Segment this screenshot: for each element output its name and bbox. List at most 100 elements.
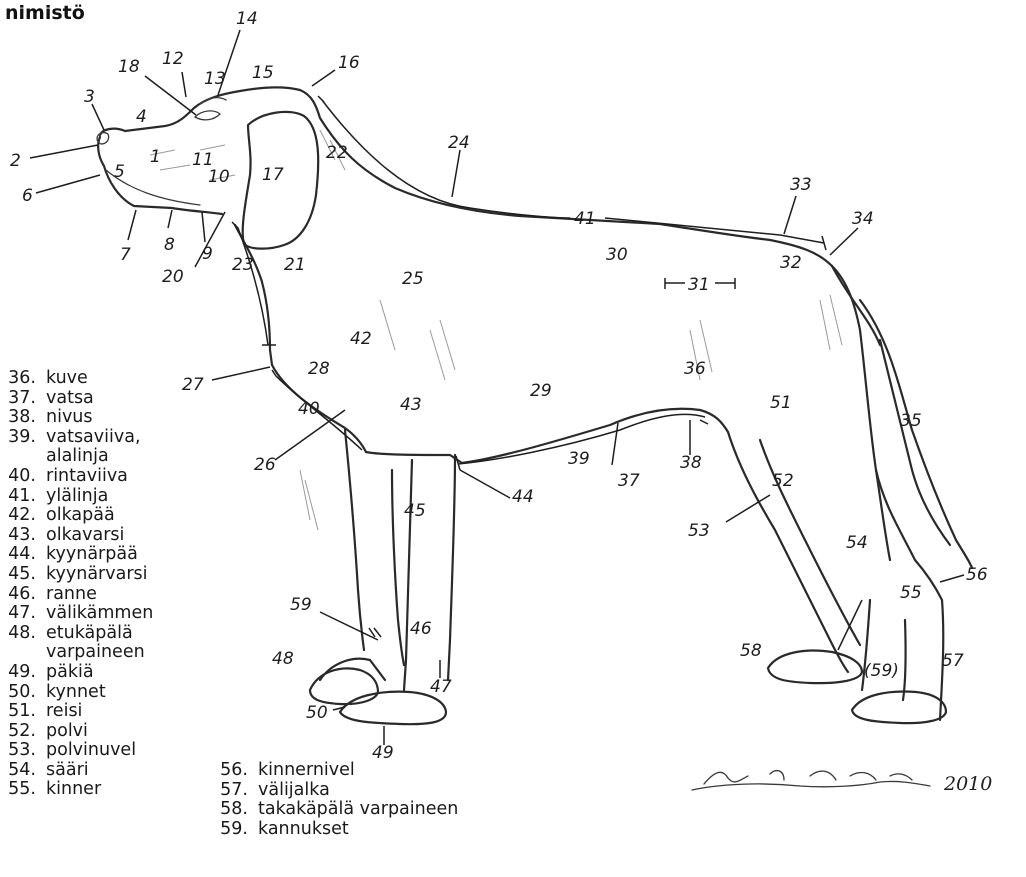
callout-16: 16	[338, 53, 360, 73]
legend-number: 57.	[218, 781, 248, 801]
legend-term: sääri	[46, 760, 89, 780]
legend-number: 43.	[6, 526, 36, 546]
callout-9: 9	[202, 244, 213, 264]
callout-28: 28	[308, 359, 330, 379]
legend-number: 45.	[6, 565, 36, 585]
callout-29: 29	[530, 381, 552, 401]
callout-58: 58	[740, 641, 762, 661]
callout-23: 23	[232, 255, 254, 275]
leader-lines	[30, 30, 964, 745]
callout-5: 5	[114, 162, 125, 182]
legend-number: 56.	[218, 761, 248, 781]
legend-entry: 51. reisi	[6, 702, 153, 722]
callout-42: 42	[350, 329, 372, 349]
legend-entry: 36.kuve	[6, 369, 153, 389]
callout-26: 26	[254, 455, 276, 475]
legend-entry: 46.ranne	[6, 585, 153, 605]
legend-term: polvinuvel	[46, 740, 136, 760]
callout-2: 2	[10, 151, 21, 171]
callout-7: 7	[120, 245, 131, 265]
callout-53: 53	[688, 521, 710, 541]
legend-number: 59.	[218, 820, 248, 840]
legend-entry: 50. kynnet	[6, 683, 153, 703]
legend-entry: 41.ylälinja	[6, 487, 153, 507]
callout-36: 36	[684, 359, 706, 379]
callout-57: 57	[942, 651, 964, 671]
callout-labels: 1 2 3 4 5 6 7 8 9 10 11 12 13 14 15 16 1…	[10, 9, 988, 763]
callout-24: 24	[448, 133, 470, 153]
callout-59-hind: (59)	[864, 661, 899, 681]
legend-entry: 48.etukäpälä	[6, 624, 153, 644]
legend-number: 52.	[6, 722, 36, 742]
callout-21: 21	[284, 255, 306, 275]
callout-32: 32	[780, 253, 802, 273]
legend-number: 54.	[6, 761, 36, 781]
legend-term: takakäpälä varpaineen	[258, 799, 458, 819]
callout-37: 37	[618, 471, 640, 491]
callout-31: 31	[688, 275, 710, 295]
legend-term: päkiä	[46, 662, 94, 682]
legend-term: vatsa	[46, 388, 94, 408]
legend-term: olkavarsi	[46, 525, 124, 545]
legend-number: 50.	[6, 683, 36, 703]
legend-entry: 58.takakäpälä varpaineen	[218, 800, 458, 820]
callout-3: 3	[84, 87, 95, 107]
callout-59-front: 59	[290, 595, 312, 615]
callout-43: 43	[400, 395, 422, 415]
callout-17: 17	[262, 165, 284, 185]
callout-54: 54	[846, 533, 868, 553]
legend-term: ranne	[46, 584, 97, 604]
legend-term: etukäpälä	[46, 623, 133, 643]
callout-22: 22	[326, 143, 348, 163]
callout-48: 48	[272, 649, 294, 669]
legend-number: 37.	[6, 389, 36, 409]
callout-38: 38	[680, 453, 702, 473]
legend-term: kynnet	[46, 682, 106, 702]
callout-27: 27	[182, 375, 204, 395]
callout-11: 11	[192, 150, 214, 170]
callout-1: 1	[150, 147, 161, 167]
legend-entry: 56.kinnernivel	[218, 761, 458, 781]
callout-41: 41	[574, 209, 596, 229]
callout-34: 34	[852, 209, 874, 229]
legend-term: reisi	[46, 701, 82, 721]
callout-55: 55	[900, 583, 922, 603]
signature-year: 2010	[943, 773, 992, 795]
legend-entry: 42.olkapää	[6, 506, 153, 526]
callout-8: 8	[164, 235, 175, 255]
callout-25: 25	[402, 269, 424, 289]
legend-entry: 52. polvi	[6, 722, 153, 742]
callout-13: 13	[204, 69, 226, 89]
callout-45: 45	[404, 501, 426, 521]
legend-number: 49.	[6, 663, 36, 683]
legend-entry: 37. vatsa	[6, 389, 153, 409]
legend-entry: 45.kyynärvarsi	[6, 565, 153, 585]
callout-56: 56	[966, 565, 988, 585]
callout-33: 33	[790, 175, 812, 195]
legend-term: kyynärpää	[46, 544, 138, 564]
legend-entry: 53. polvinuvel	[6, 741, 153, 761]
legend-entry: 57.välijalka	[218, 781, 458, 801]
legend-number: 39.	[6, 428, 36, 448]
legend-term-continuation: alalinja	[6, 447, 153, 467]
legend-number: 40.	[6, 467, 36, 487]
legend-number: 47.	[6, 604, 36, 624]
callout-51: 51	[770, 393, 792, 413]
legend-entry: 59.kannukset	[218, 820, 458, 840]
legend-number: 41.	[6, 487, 36, 507]
legend-number: 38.	[6, 408, 36, 428]
artist-signature: 2010	[692, 771, 992, 795]
legend-entry: 43. olkavarsi	[6, 526, 153, 546]
legend-entry: 47.välikämmen	[6, 604, 153, 624]
legend-number: 53.	[6, 741, 36, 761]
callout-39: 39	[568, 449, 590, 469]
callout-35: 35	[900, 411, 922, 431]
legend-number: 36.	[6, 369, 36, 389]
legend-number: 51.	[6, 702, 36, 722]
legend-number: 55.	[6, 780, 36, 800]
legend-term: polvi	[46, 721, 88, 741]
callout-12: 12	[162, 49, 184, 69]
callout-18: 18	[118, 57, 140, 77]
